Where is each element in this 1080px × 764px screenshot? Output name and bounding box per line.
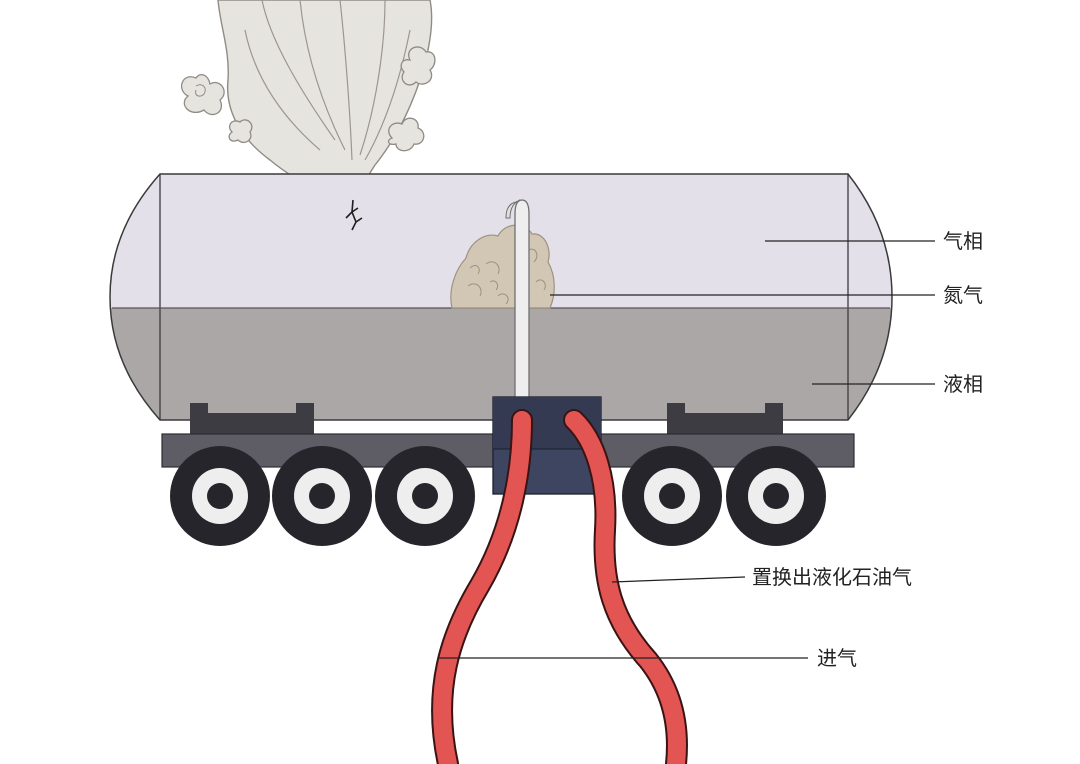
- tank-saddles: [190, 403, 783, 435]
- hoses: [431, 409, 688, 764]
- nitrogen-pipe: [505, 199, 530, 401]
- label-displaced-lpg: 置换出液化石油气: [752, 565, 912, 589]
- wheels: [170, 446, 826, 546]
- wheel: [375, 446, 475, 546]
- label-liquid-phase: 液相: [943, 372, 983, 396]
- leader-lines: [438, 240, 935, 659]
- label-gas-phase: 气相: [943, 229, 983, 253]
- label-nitrogen: 氮气: [943, 283, 983, 307]
- wheel: [622, 446, 722, 546]
- leak-crack: [345, 199, 363, 231]
- wheel: [726, 446, 826, 546]
- vent-smoke: [180, 0, 436, 212]
- wheel: [170, 446, 270, 546]
- wheel: [272, 446, 372, 546]
- label-inlet-gas: 进气: [817, 646, 857, 670]
